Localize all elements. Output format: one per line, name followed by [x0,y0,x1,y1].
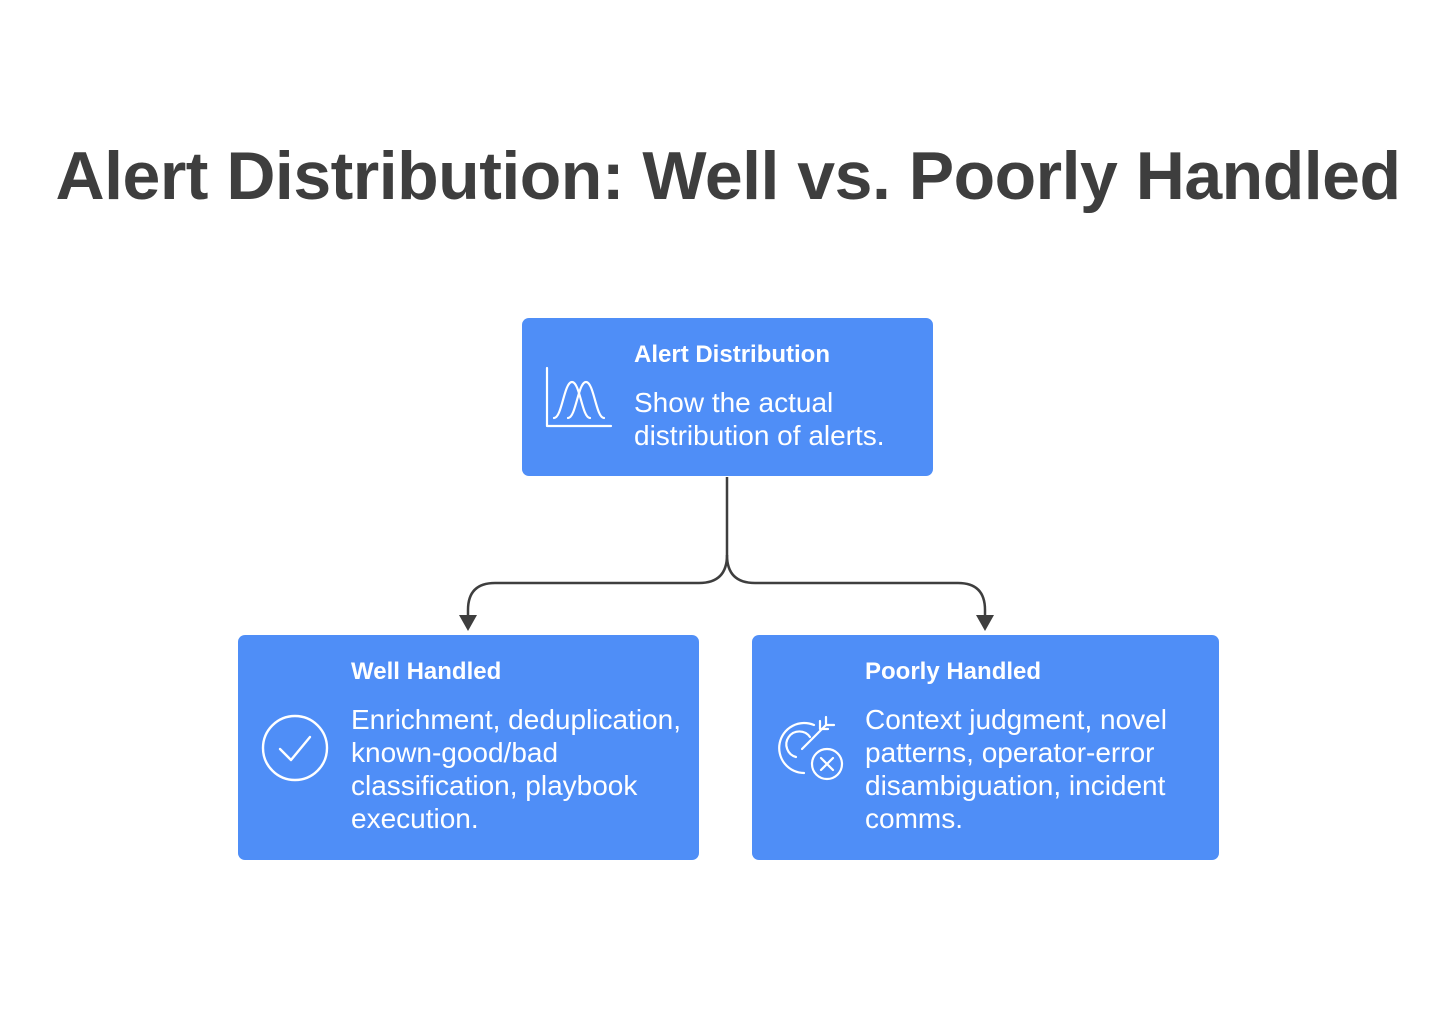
node-title: Well Handled [351,658,502,685]
page-title: Alert Distribution: Well vs. Poorly Hand… [55,138,1401,214]
node-description: Show the actual distribution of alerts. [634,387,885,451]
target-miss-icon [774,713,846,783]
arrowhead-poorly [976,615,994,631]
node-description: Context judgment, novel patterns, operat… [865,704,1167,834]
node-well-handled: Well Handled Enrichment, deduplication, … [238,635,699,860]
node-title: Alert Distribution [634,341,830,368]
connector-root-to-poorly [725,554,987,621]
node-description: Enrichment, deduplication, known-good/ba… [351,704,681,834]
arrowhead-well [459,615,477,631]
node-alert-distribution: Alert Distribution Show the actual distr… [522,318,933,476]
check-circle-icon [260,713,330,783]
connector-root-to-well [466,477,729,621]
distribution-curve-icon [544,366,614,430]
node-poorly-handled: Poorly Handled Context judgment, novel p… [752,635,1219,860]
node-title: Poorly Handled [865,658,1042,685]
